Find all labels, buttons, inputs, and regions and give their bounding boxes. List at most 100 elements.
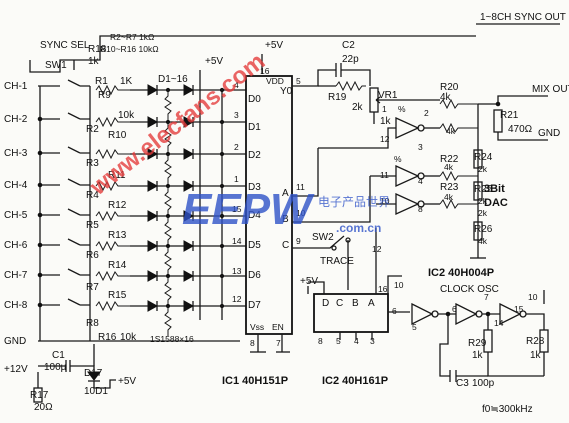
- ch-2-label: CH-2: [4, 114, 28, 125]
- dac-pin-12: 12: [380, 134, 390, 144]
- ladder-resistor: [95, 148, 130, 160]
- eepw-chinese-watermark: 电子产品世界: [318, 195, 390, 209]
- osc-r29-value: 1k: [472, 350, 484, 361]
- dac-r25-value: 2k: [478, 196, 488, 206]
- ladder-diode: [147, 300, 159, 312]
- dac-r26-value: 4k: [478, 236, 488, 246]
- r18-label: R18: [88, 44, 107, 55]
- sw1-label: SW1: [45, 60, 67, 71]
- supply-c1-value: 100μ: [44, 362, 67, 373]
- ic1-pin-1: 1: [234, 174, 239, 184]
- dac-pin-8: 8: [418, 204, 423, 214]
- dac-r23: R23: [440, 182, 459, 193]
- ic1-b: B: [282, 214, 289, 225]
- ic1-pin-4: 4: [234, 80, 239, 90]
- r15-label: R15: [108, 290, 127, 301]
- sync-out-label: 1~8CH SYNC OUT: [480, 12, 566, 23]
- ladder-resistor: [95, 180, 130, 192]
- ladder-drop-resistor: [164, 216, 172, 246]
- c2-label: C2: [342, 40, 355, 51]
- ladder-diode: [147, 240, 159, 252]
- ic1-pin-5: 5: [296, 76, 301, 86]
- ic1-y0: Y0: [280, 86, 293, 97]
- osc-r28-value: 1k: [530, 350, 542, 361]
- ic1-d0: D0: [248, 94, 261, 105]
- counter-pin-6: 6: [392, 306, 397, 316]
- dac-pin-10: 10: [380, 196, 390, 206]
- dac-pin-4: 4: [418, 176, 423, 186]
- ladder-resistor: [95, 270, 130, 282]
- input-channels: CH-1 CH-2 CH-3 CH-4 CH-5 CH-6 CH-7 CH-8 …: [4, 81, 28, 375]
- ch-1-label: CH-1: [4, 81, 28, 92]
- ladder-drop-resistor: [164, 246, 172, 276]
- counter-pin-a: A: [368, 298, 375, 309]
- ladder-drop-resistor: [164, 90, 172, 120]
- r21-label: R21: [500, 110, 519, 121]
- sw2-label: SW2: [312, 232, 334, 243]
- ch-8-label: CH-8: [4, 300, 28, 311]
- r1-label: R1: [95, 76, 108, 87]
- supply-r17: R17: [30, 390, 49, 401]
- ic1-d6: D6: [248, 270, 261, 281]
- ic1-pin-10: 10: [296, 208, 306, 218]
- r9-value: 10k: [118, 110, 135, 121]
- osc-r28: R28: [526, 336, 545, 347]
- ladder-resistor: [95, 240, 130, 252]
- ladder-diode: [183, 240, 195, 252]
- r16-value: 10k: [120, 332, 137, 343]
- osc-pin-6: 6: [452, 304, 457, 314]
- counter-pin-8: 8: [318, 336, 323, 346]
- dac-r-4k-3: 4k: [444, 192, 454, 202]
- r10-label: R10: [108, 130, 127, 141]
- r12-label: R12: [108, 200, 127, 211]
- ic1-pin-9: 9: [296, 236, 301, 246]
- plus12v-input-label: +12V: [4, 364, 28, 375]
- gnd-input-label: GND: [4, 336, 26, 347]
- dac-r22: R22: [440, 154, 459, 165]
- r8-label: R8: [86, 318, 99, 329]
- resistor-note-2: R10~R16 10kΩ: [100, 44, 159, 54]
- supply-c1: C1: [52, 350, 65, 361]
- r21-value: 470Ω: [508, 124, 533, 135]
- dac-r24-value: 2k: [478, 164, 488, 174]
- ic1-pin-7: 7: [276, 338, 281, 348]
- ladder-diode: [183, 300, 195, 312]
- ch-4-label: CH-4: [4, 180, 28, 191]
- osc-pin-15: 15: [514, 304, 524, 314]
- supply-plus5v: +5V: [118, 376, 136, 387]
- osc-pin-14: 14: [494, 318, 504, 328]
- trace-label: TRACE: [320, 256, 354, 267]
- counter-pin-d: D: [322, 298, 329, 309]
- r11-label: R11: [108, 170, 126, 181]
- dac-r-2k-3: 2k: [478, 208, 488, 218]
- r7-label: R7: [86, 282, 99, 293]
- dac-pin-2: 2: [424, 108, 429, 118]
- ic1-pin-14: 14: [232, 236, 242, 246]
- r9-label: R9: [98, 90, 111, 101]
- r19-value: 2k: [352, 102, 364, 113]
- ladder-resistor: [95, 210, 130, 222]
- clock-osc: IC2 40H004P CLOCK OSC 5 6 7 14 15 10 R29…: [411, 267, 549, 415]
- ic1-pin-15: 15: [232, 204, 242, 214]
- plus5v-ic1-label: +5V: [265, 40, 283, 51]
- ic1-pin-13: 13: [232, 266, 242, 276]
- dac-gate-tag-1: %: [398, 104, 406, 114]
- counter-pin-12: 12: [372, 244, 382, 254]
- r19-label: R19: [328, 92, 347, 103]
- osc-ic2-label: IC2 40H004P: [428, 267, 494, 279]
- ic1-d1: D1: [248, 122, 261, 133]
- ladder-resistor: [95, 116, 130, 128]
- ladder-drop-resistor: [164, 276, 172, 306]
- ic1-d5: D5: [248, 240, 261, 251]
- osc-clock-label: CLOCK OSC: [440, 284, 499, 295]
- right-resistor-labels: R10 R11 R12 R13 R14 R15 R16 10k 1S1588×1…: [98, 130, 194, 344]
- ladder-drop-resistor: [164, 186, 172, 216]
- r4-label: R4: [86, 190, 99, 201]
- diode-note: 1S1588×16: [150, 334, 194, 344]
- ic1-vss: Vss: [250, 322, 264, 332]
- dac-pin-11: 11: [380, 170, 389, 180]
- ch-7-label: CH-7: [4, 270, 28, 281]
- plus5v-diode-label: +5V: [205, 56, 223, 67]
- ladder-drop-resistor: [164, 154, 172, 184]
